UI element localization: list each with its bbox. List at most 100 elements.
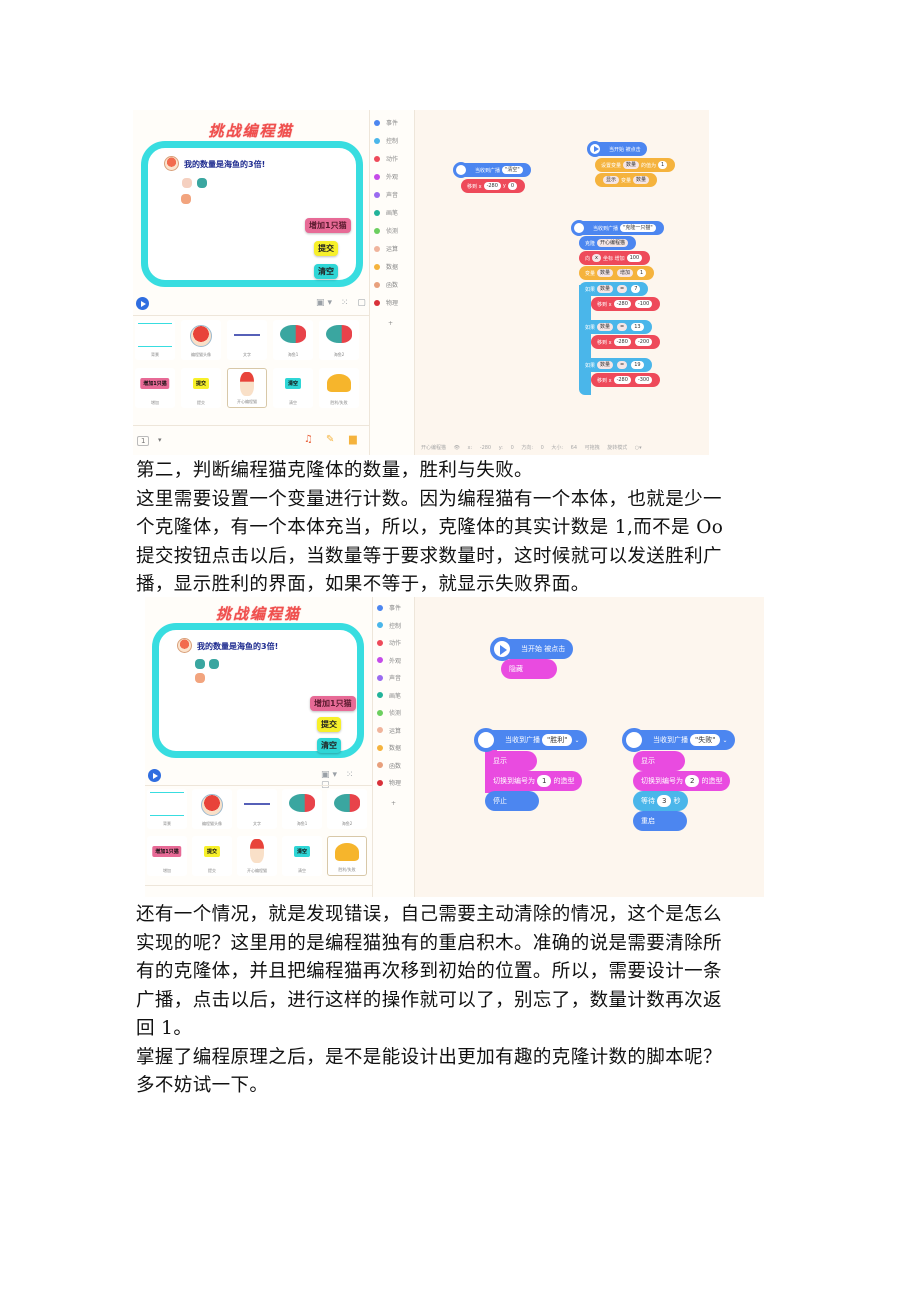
restart-block[interactable]: 重启 (633, 811, 687, 831)
sprite-card[interactable]: 背景 (135, 320, 175, 360)
category-item[interactable]: 事件 (377, 603, 401, 612)
category-item[interactable]: 动作 (374, 154, 398, 163)
page-selector[interactable]: 1 (137, 436, 150, 446)
sprite-card[interactable]: 编程猫头像 (181, 320, 221, 360)
when-receive-broadcast-clear-block[interactable]: 当收到广播 "清空" (453, 162, 531, 178)
sprite-card[interactable]: 海鱼2 (319, 320, 359, 360)
sprite-card[interactable]: 胜利/失败 (319, 368, 359, 408)
sprite-card[interactable]: 提交提交 (192, 836, 232, 876)
sprite-card[interactable]: 清空清空 (282, 836, 322, 876)
sprite-card[interactable]: 海鱼2 (327, 789, 367, 829)
run-button[interactable] (136, 297, 149, 310)
show-block[interactable]: 显示 (633, 751, 685, 771)
category-item[interactable]: 函数 (377, 761, 401, 770)
category-label: 函数 (389, 762, 402, 770)
category-item[interactable]: 画笔 (377, 691, 401, 700)
if-count-equals-7-block[interactable]: 如果 数量 = 7 (579, 282, 649, 296)
category-item[interactable]: 事件 (374, 118, 398, 127)
category-item[interactable]: 运算 (374, 244, 398, 253)
switch-costume-block[interactable]: 切换到编号为 1 的造型 (485, 771, 583, 791)
move-to-xy-block[interactable]: 移到 x -280 -100 (591, 297, 661, 311)
category-item[interactable]: 画笔 (374, 208, 398, 217)
category-item[interactable]: 物理 (377, 778, 401, 787)
stage-canvas[interactable]: 我的数量是海鱼的3倍! 增加1只猫 提交 清空 (141, 141, 363, 287)
script-workspace[interactable]: 当开始 被点击 隐藏 当收到广播 "胜利" ⌄ 显示 切换到编号为 1 的造型 … (415, 597, 764, 897)
category-item[interactable]: 外观 (374, 172, 398, 181)
script-workspace[interactable]: 当收到广播 "清空" 移到 x -280 y 0 当开始 被点击 设置变量 数量… (415, 110, 709, 440)
add-extension-button[interactable]: + (391, 799, 397, 807)
stop-block[interactable]: 停止 (485, 791, 539, 811)
category-item[interactable]: 运算 (377, 726, 401, 735)
stage-prompt: 我的数量是海鱼的3倍! (197, 642, 279, 651)
pencil-icon[interactable]: ✎ (326, 434, 335, 445)
sprite-label: 文字 (243, 352, 251, 357)
change-variable-block[interactable]: 变量 数量 增加 1 (579, 266, 655, 280)
category-item[interactable]: 外观 (377, 656, 401, 665)
wait-seconds-block[interactable]: 等待 3 秒 (633, 791, 689, 811)
when-start-clicked-block[interactable]: 当开始 被点击 (490, 637, 574, 661)
category-item[interactable]: 物理 (374, 298, 398, 307)
category-item[interactable]: 控制 (374, 136, 398, 145)
run-button[interactable] (148, 769, 161, 782)
sprite-card[interactable]: 胜利/失败 (327, 836, 367, 876)
category-item[interactable]: 声音 (377, 673, 401, 682)
category-item[interactable]: 控制 (377, 621, 401, 630)
category-item[interactable]: 数据 (374, 262, 398, 271)
when-start-clicked-block[interactable]: 当开始 被点击 (587, 141, 647, 157)
set-variable-block[interactable]: 设置变量 数量 的值为 1 (595, 158, 676, 172)
submit-button[interactable]: 提交 (317, 717, 341, 732)
category-item[interactable]: 侦测 (374, 226, 398, 235)
sprite-card[interactable]: 海鱼1 (273, 320, 313, 360)
sprite-card[interactable]: 文字 (237, 789, 277, 829)
switch-costume-block[interactable]: 切换到编号为 2 的造型 (633, 771, 731, 791)
sprite-card[interactable]: 增加1只猫增加 (147, 836, 187, 876)
add-cat-button[interactable]: 增加1只猫 (310, 696, 356, 711)
if-count-equals-13-block[interactable]: 如果 数量 = 13 (579, 320, 652, 334)
sprite-card[interactable]: 文字 (227, 320, 267, 360)
sprite-card[interactable]: 海鱼1 (282, 789, 322, 829)
sprite-label: 背景 (151, 352, 159, 357)
category-item[interactable]: 数据 (377, 743, 401, 752)
category-label: 事件 (389, 605, 402, 612)
folder-icon[interactable]: ▆ (349, 434, 357, 445)
sprite-card[interactable]: 提交提交 (181, 368, 221, 408)
sprite-card[interactable]: 开心编程猫 (237, 836, 277, 876)
clone-block[interactable]: 克隆 开心编程猫 (579, 236, 637, 250)
category-item[interactable]: 动作 (377, 638, 401, 647)
chevron-down-icon[interactable]: ⌄ (574, 736, 580, 744)
sprite-card[interactable]: 编程猫头像 (192, 789, 232, 829)
when-receive-broadcast-win-block[interactable]: 当收到广播 "胜利" ⌄ (474, 728, 588, 752)
move-to-xy-block[interactable]: 移到 x -280 -200 (591, 335, 661, 349)
category-item[interactable]: 函数 (374, 280, 398, 289)
sprite-card[interactable]: 清空清空 (273, 368, 313, 408)
show-variable-block[interactable]: 显示 变量 数量 (595, 173, 658, 187)
clear-button[interactable]: 清空 (314, 264, 338, 279)
sprite-card[interactable]: 背景 (147, 789, 187, 829)
category-item[interactable]: 侦测 (377, 708, 401, 717)
category-color-icon (377, 657, 383, 663)
sprite-card[interactable]: 开心编程猫 (227, 368, 267, 408)
button-sprite-icon: 提交 (192, 378, 210, 389)
add-extension-button[interactable]: + (388, 320, 394, 327)
when-receive-broadcast-lose-block[interactable]: 当收到广播 "失败" ⌄ (622, 728, 736, 752)
move-to-xy-block[interactable]: 移到 x -280 -300 (591, 373, 661, 387)
hide-block[interactable]: 隐藏 (501, 659, 557, 679)
stage-canvas[interactable]: 我的数量是海鱼的3倍! 增加1只猫 提交 清空 (152, 623, 364, 758)
show-block[interactable]: 显示 (485, 751, 537, 771)
add-cat-button[interactable]: 增加1只猫 (305, 218, 351, 233)
sprite-properties-bar[interactable]: 开心编程猫 👁 x: -280 y: 0 方向: 0 大小: 64 可拖拽 旋转… (421, 445, 642, 451)
chevron-down-icon[interactable]: ⌄ (722, 736, 728, 744)
category-item[interactable]: 声音 (374, 190, 398, 199)
change-coordinate-block[interactable]: 向 x 坐标 增加 100 (579, 251, 651, 265)
category-label: 画笔 (386, 210, 399, 217)
stage-view-tools[interactable]: ▣▾ ⁙ ▢ (316, 298, 369, 308)
clear-button[interactable]: 清空 (317, 738, 341, 753)
text-line: 多不妨试一下。 (136, 1075, 269, 1096)
when-receive-broadcast-clone-block[interactable]: 当收到广播 "克隆一只猫" (571, 220, 664, 236)
sprite-card[interactable]: 增加1只猫增加 (135, 368, 175, 408)
music-icon[interactable]: ♫ (304, 434, 313, 445)
if-count-equals-19-block[interactable]: 如果 数量 = 19 (579, 358, 652, 372)
page-dropdown-arrow[interactable]: ▾ (158, 436, 162, 444)
move-to-xy-block[interactable]: 移到 x -280 y 0 (461, 179, 526, 193)
submit-button[interactable]: 提交 (314, 241, 338, 256)
